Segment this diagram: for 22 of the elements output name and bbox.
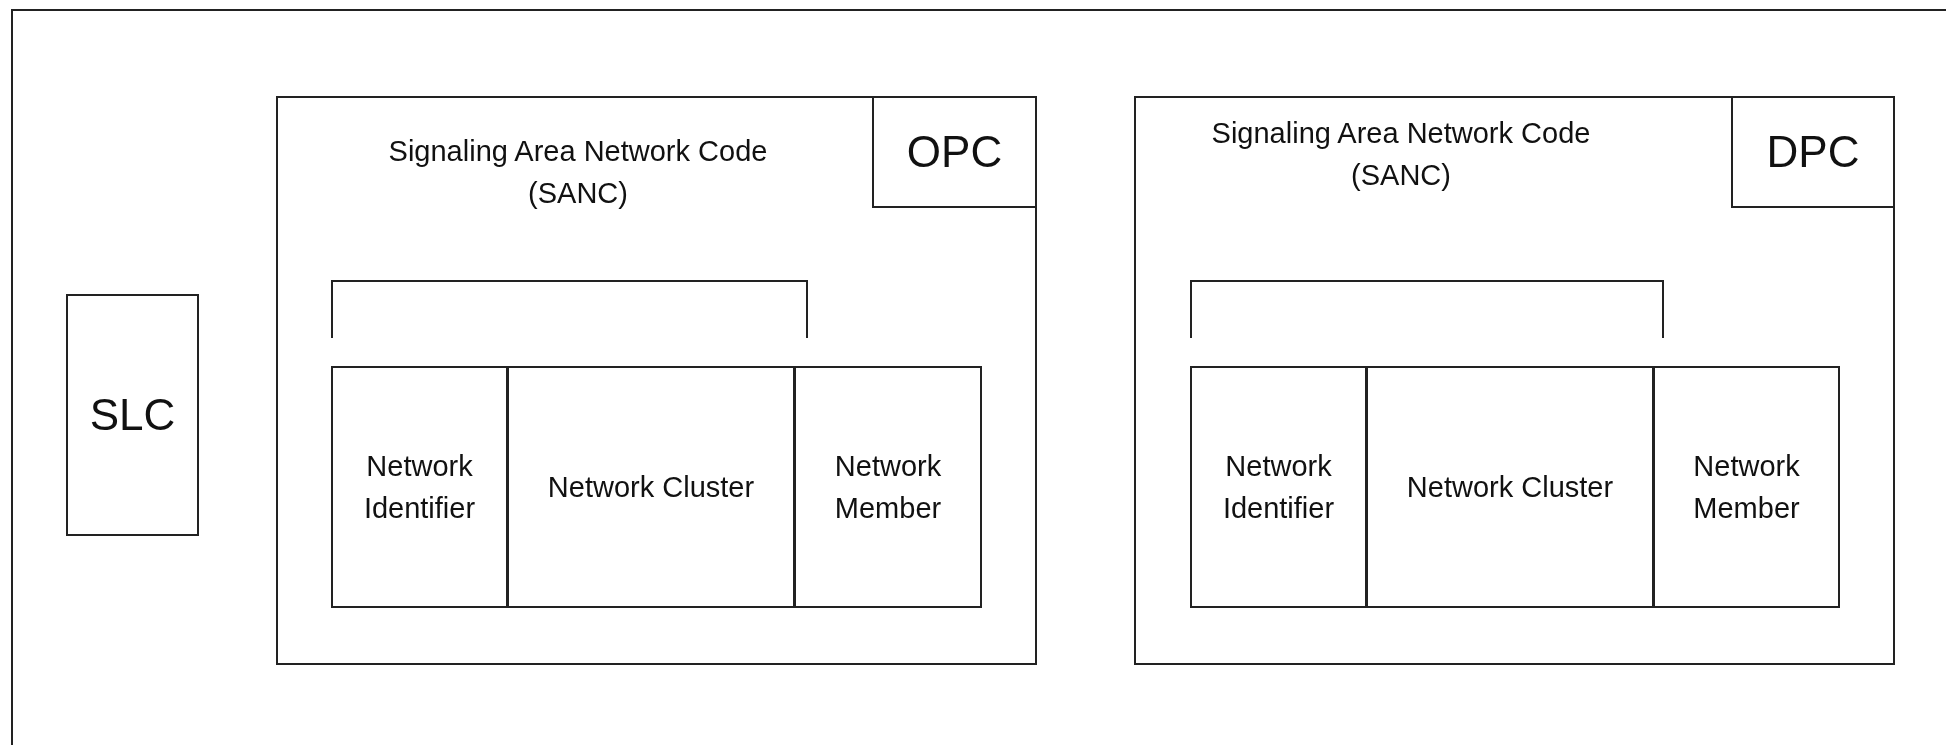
field-label: Network Member bbox=[1692, 448, 1801, 526]
code-box bbox=[66, 294, 199, 536]
field-label: Network Identifier bbox=[362, 448, 477, 526]
subfield-box bbox=[1366, 366, 1654, 608]
field-label: Network Identifier bbox=[1221, 448, 1336, 526]
subfield-box bbox=[507, 366, 795, 608]
field-heading: Signaling Area Network Code (SANC) bbox=[1210, 116, 1592, 194]
field-box bbox=[276, 96, 1037, 665]
subfield-box bbox=[1190, 366, 1367, 608]
code-box bbox=[1731, 96, 1895, 208]
code-label: DPC bbox=[1765, 127, 1861, 177]
field-label: Network Cluster bbox=[546, 470, 756, 505]
field-label: Network Cluster bbox=[1405, 470, 1615, 505]
code-box bbox=[872, 96, 1037, 208]
field-label: Network Member bbox=[833, 448, 943, 526]
subfield-box bbox=[1653, 366, 1840, 608]
field-box bbox=[1134, 96, 1895, 665]
code-label: SLC bbox=[88, 390, 177, 440]
field-heading: Signaling Area Network Code (SANC) bbox=[387, 134, 769, 212]
subfield-box bbox=[331, 366, 508, 608]
subfield-box bbox=[794, 366, 982, 608]
code-label: OPC bbox=[905, 127, 1004, 177]
